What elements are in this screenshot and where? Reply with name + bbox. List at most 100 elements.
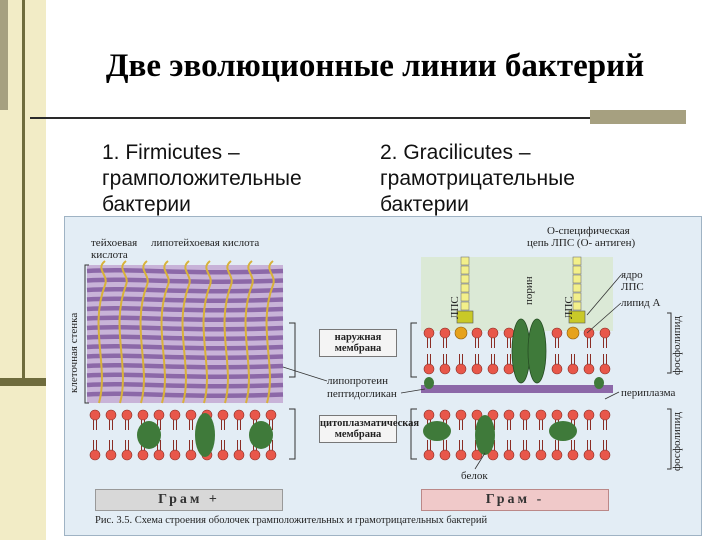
inner-membrane-phospholipid-head [439, 449, 451, 461]
gpos-phospholipid-head [89, 409, 101, 421]
label-periplasm: периплазма [621, 387, 676, 399]
slide-title: Две эволюционные линии бактерий [105, 48, 645, 84]
label-lps-core: ядро ЛПС [621, 269, 644, 293]
outer-membrane-phospholipid-head [583, 327, 595, 339]
teichoic-acid [118, 260, 128, 404]
porin [511, 318, 531, 384]
label-protein: белок [461, 470, 488, 482]
label-lipid-a: липид А [621, 297, 661, 309]
label-phospholipid-top: фосфолипид [671, 315, 683, 375]
label-arrows [84, 264, 672, 470]
accent-square-bottom [0, 378, 46, 386]
outer-membrane-phospholipid-head [599, 327, 611, 339]
teichoic-acid [181, 260, 191, 404]
lipoprotein [594, 377, 604, 389]
lipid-a-arrow [586, 302, 622, 334]
inner-membrane-phospholipid-head [423, 449, 435, 461]
gpos-phospholipid-head [265, 449, 277, 461]
outer-membrane-brace-left [289, 322, 296, 378]
teichoic-acid [160, 260, 170, 404]
o-antigen-unit [572, 274, 582, 284]
inner-protein [475, 415, 495, 455]
outer-membrane-phospholipid-head [439, 327, 451, 339]
gpos-phospholipid-head [153, 449, 165, 461]
gpos-phospholipid-head [137, 449, 149, 461]
peptidoglycan-strand [86, 296, 284, 304]
membrane-brace-left [289, 408, 296, 460]
gpos-phospholipid-head [185, 449, 197, 461]
outer-membrane-phospholipid-head [487, 327, 499, 339]
lipoprotein [424, 377, 434, 389]
outer-membrane-phospholipid-head [471, 363, 483, 375]
peptidoglycan-strand [86, 353, 284, 361]
o-antigen-unit [460, 301, 470, 311]
peptidoglycan-strand [86, 267, 284, 275]
cell-wall-figure: тейхоевая липотейхоевая кислота кислота … [64, 216, 702, 536]
gram-positive-label: Грам + [95, 489, 283, 511]
label-lipoteichoic: липотейхоевая кислота [151, 237, 260, 249]
inner-membrane-phospholipid-head [455, 449, 467, 461]
inner-membrane-phospholipid-head [551, 449, 563, 461]
porin [527, 318, 547, 384]
o-antigen-unit [572, 283, 582, 293]
membrane-protein [249, 421, 273, 449]
outer-membrane-phospholipid-head [599, 363, 611, 375]
lps-core [568, 310, 586, 324]
label-o-specific: О-специфическая [547, 225, 630, 237]
gpos-phospholipid-head [233, 409, 245, 421]
gpos-phospholipid-head [105, 449, 117, 461]
gpos-phospholipid-head [169, 409, 181, 421]
teichoic-acid [97, 260, 107, 404]
label-porin: порин [523, 276, 535, 305]
o-antigen-unit [460, 265, 470, 275]
inner-membrane-phospholipid-head [423, 409, 435, 421]
gpos-phospholipid-head [249, 449, 261, 461]
outer-membrane-phospholipid-head [423, 327, 435, 339]
gram-negative-label: Грам - [421, 489, 609, 511]
inner-membrane-phospholipid-head [519, 409, 531, 421]
peptidoglycan-strand [86, 315, 284, 323]
teichoic-acid [202, 260, 212, 404]
teichoic-acid [139, 260, 149, 404]
right-heading-line-1: 2. Gracilicutes – [380, 141, 531, 164]
gpos-phospholipid-head [185, 409, 197, 421]
outer-membrane-phospholipid-head [503, 327, 515, 339]
gpos-phospholipid-head [121, 409, 133, 421]
peptidoglycan-strand [86, 343, 284, 351]
lps-core-arrow [586, 274, 622, 316]
gpos-phospholipid-head [217, 409, 229, 421]
peptidoglycan-strand [86, 334, 284, 342]
gpos-phospholipid-head [233, 449, 245, 461]
inner-membrane-phospholipid-head [519, 449, 531, 461]
gram-positive-wall [86, 260, 284, 461]
lipoprotein-arrow [282, 366, 328, 382]
teichoic-acid [244, 260, 254, 404]
inner-membrane-phospholipid-head [535, 449, 547, 461]
label-phospholipid-bottom: фосфолипид [671, 411, 683, 471]
label-acid: кислота [91, 249, 128, 261]
o-antigen-unit [460, 283, 470, 293]
inner-membrane-phospholipid-head [599, 409, 611, 421]
label-peptidoglycan: пептидогликан [327, 388, 397, 400]
teichoic-acid [265, 260, 275, 404]
outer-membrane-brace [410, 322, 417, 378]
gpos-phospholipid-head [89, 449, 101, 461]
outer-membrane-phospholipid-head [455, 363, 467, 375]
o-antigen-unit [572, 301, 582, 311]
label-lps-right: ЛПС [563, 296, 575, 319]
gram-negative-wall [421, 256, 613, 461]
teichoic-acid [223, 260, 233, 404]
title-rule-box [590, 110, 686, 124]
membrane-protein [137, 421, 161, 449]
inner-membrane-phospholipid-head [487, 409, 499, 421]
outer-membrane-phospholipid-head [423, 363, 435, 375]
membrane-protein [195, 413, 215, 457]
figure-caption: Рис. 3.5. Схема строения оболочек грампо… [95, 515, 488, 526]
inner-membrane-phospholipid-head [535, 409, 547, 421]
peptidoglycan-strand [86, 286, 284, 294]
o-antigen-unit [460, 256, 470, 266]
cell-wall-diagram [84, 256, 672, 470]
peptidoglycan-strand [86, 324, 284, 332]
inner-membrane-phospholipid-head [567, 409, 579, 421]
inner-membrane-phospholipid-head [471, 409, 483, 421]
